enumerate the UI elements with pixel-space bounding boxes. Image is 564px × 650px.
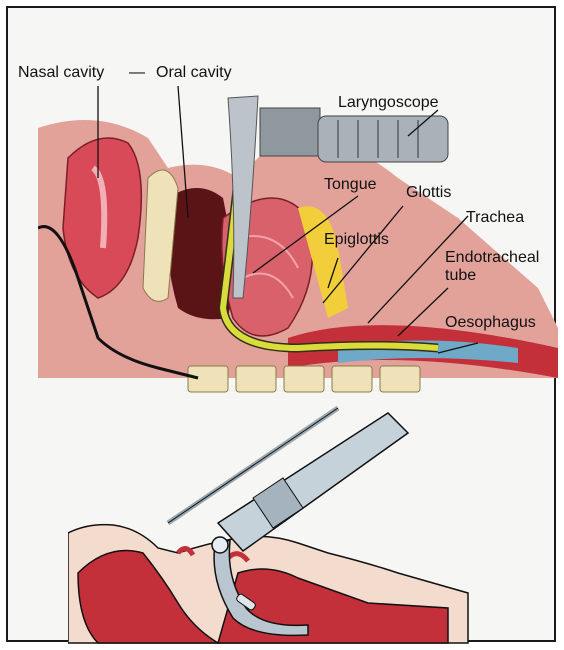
label-nasal-cavity: Nasal cavity <box>18 64 104 82</box>
spine <box>188 366 420 392</box>
label-oral-cavity: Oral cavity <box>156 64 232 82</box>
label-glottis: Glottis <box>406 184 451 202</box>
figure-frame: Nasal cavity — Oral cavity Laryngoscope … <box>6 6 556 642</box>
laryngoscope-neck <box>260 108 320 156</box>
label-tube: tube <box>445 267 476 285</box>
hinge <box>212 537 228 553</box>
label-oesophagus: Oesophagus <box>445 314 536 332</box>
schematic-illustration <box>68 403 548 648</box>
label-trachea: Trachea <box>466 209 524 227</box>
label-endotracheal: Endotracheal <box>445 249 539 267</box>
label-laryngoscope: Laryngoscope <box>338 94 439 112</box>
label-dash: — <box>129 64 145 82</box>
label-tongue: Tongue <box>324 176 377 194</box>
schematic-handle <box>218 413 408 551</box>
label-epiglottis: Epiglottis <box>324 231 389 249</box>
schematic-svg <box>68 403 548 648</box>
